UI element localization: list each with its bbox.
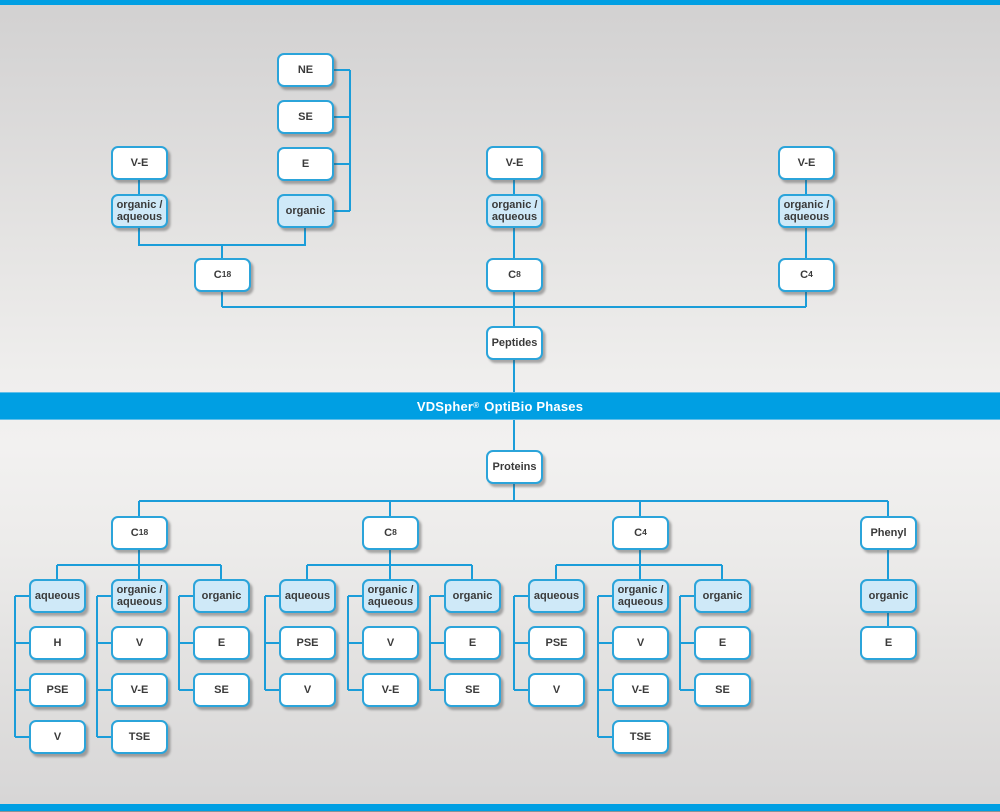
- node-c4-aq-pse: PSE: [528, 626, 585, 660]
- node-c18-aq-pse: PSE: [29, 673, 86, 707]
- group-c18-organic-aqueous: organic / aqueous: [111, 579, 168, 613]
- node-ve-c4: V-E: [778, 146, 835, 180]
- node-c18-org-e: E: [193, 626, 250, 660]
- node-se: SE: [277, 100, 334, 134]
- node-ve-c18: V-E: [111, 146, 168, 180]
- group-c18-organic: organic: [193, 579, 250, 613]
- node-c18-org-se: SE: [193, 673, 250, 707]
- banner-suffix: OptiBio Phases: [484, 398, 584, 414]
- node-c18-aq-h: H: [29, 626, 86, 660]
- node-ve-c8: V-E: [486, 146, 543, 180]
- node-mode-c18: organic / aqueous: [111, 194, 168, 228]
- node-peptides-root: Peptides: [486, 326, 543, 360]
- node-mode-c8: organic / aqueous: [486, 194, 543, 228]
- node-c8-oa-v: V: [362, 626, 419, 660]
- group-c18-aqueous: aqueous: [29, 579, 86, 613]
- bottom-accent-strip: [0, 804, 1000, 811]
- node-c8-oa-ve: V-E: [362, 673, 419, 707]
- group-c8-aqueous: aqueous: [279, 579, 336, 613]
- node-c18-oa-v: V: [111, 626, 168, 660]
- node-organic-top: organic: [277, 194, 334, 228]
- node-c18-oa-ve: V-E: [111, 673, 168, 707]
- node-mode-c4: organic / aqueous: [778, 194, 835, 228]
- banner-title: VDSpher®OptiBio Phases: [0, 392, 1000, 420]
- group-c4-organic: organic: [694, 579, 751, 613]
- node-c18-aq-v: V: [29, 720, 86, 754]
- group-phenyl-organic: organic: [860, 579, 917, 613]
- node-c4-org-e: E: [694, 626, 751, 660]
- node-phenyl: Phenyl: [860, 516, 917, 550]
- group-c4-aqueous: aqueous: [528, 579, 585, 613]
- node-c18-oa-tse: TSE: [111, 720, 168, 754]
- node-c4-aq-v: V: [528, 673, 585, 707]
- group-c8-organic: organic: [444, 579, 501, 613]
- node-c8-org-se: SE: [444, 673, 501, 707]
- node-c8-aq-v: V: [279, 673, 336, 707]
- node-c4-oa-tse: TSE: [612, 720, 669, 754]
- node-c4-org-se: SE: [694, 673, 751, 707]
- node-proteins-root: Proteins: [486, 450, 543, 484]
- node-phenyl-org-e: E: [860, 626, 917, 660]
- node-ne: NE: [277, 53, 334, 87]
- banner-brand: VDSpher: [416, 398, 474, 414]
- node-c4-oa-v: V: [612, 626, 669, 660]
- group-c8-organic-aqueous: organic / aqueous: [362, 579, 419, 613]
- group-c4-organic-aqueous: organic / aqueous: [612, 579, 669, 613]
- node-c8-org-e: E: [444, 626, 501, 660]
- node-c4-oa-ve: V-E: [612, 673, 669, 707]
- node-e: E: [277, 147, 334, 181]
- top-accent-strip: [0, 0, 1000, 5]
- node-c8-aq-pse: PSE: [279, 626, 336, 660]
